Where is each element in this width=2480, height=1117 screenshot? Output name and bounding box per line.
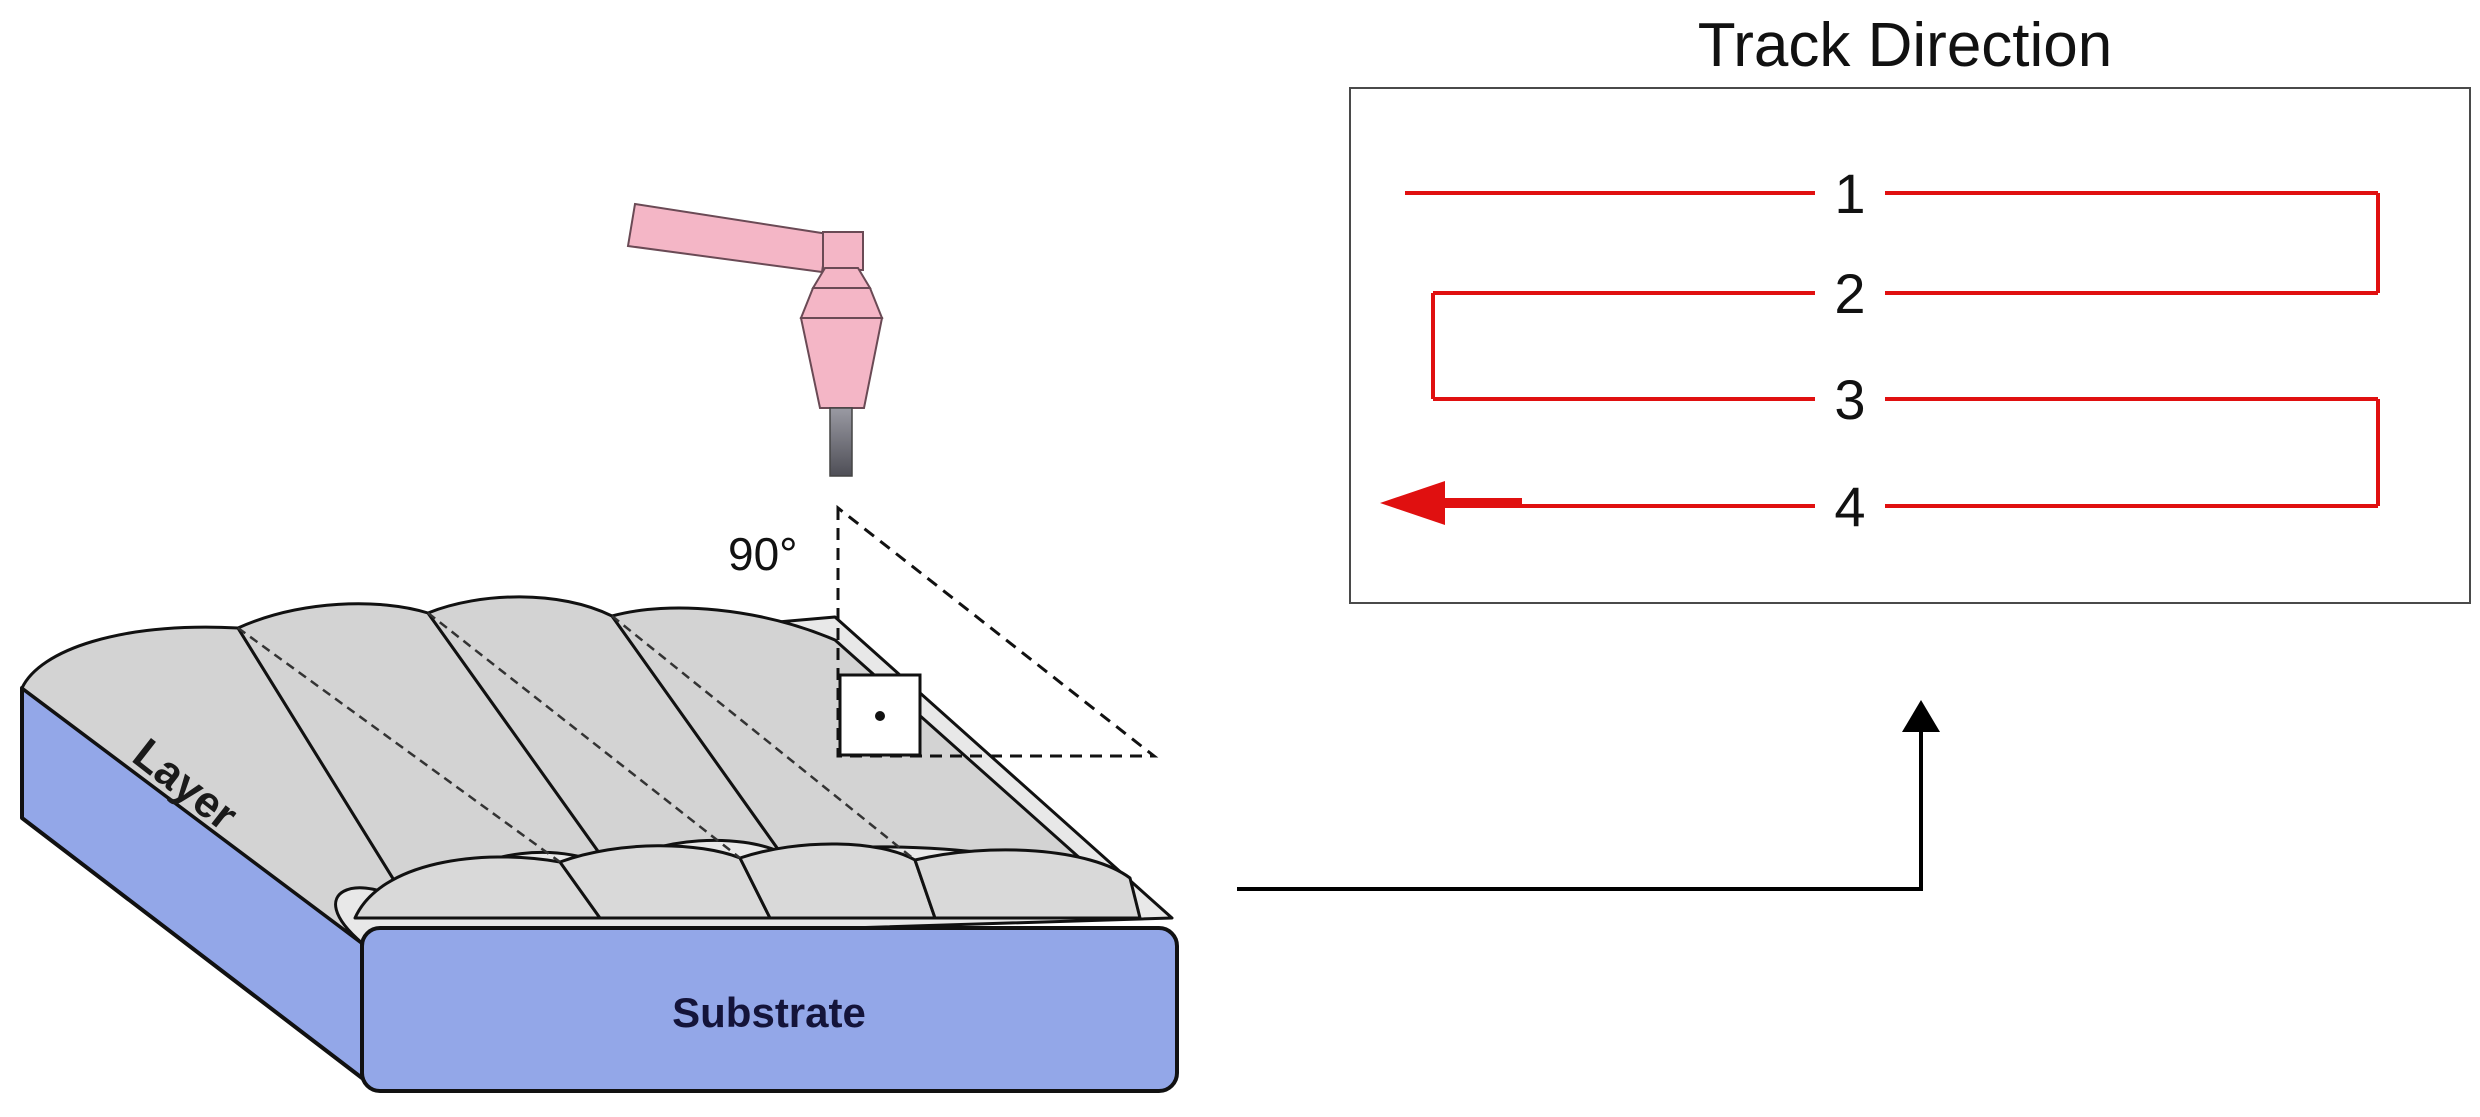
track-end-arrow — [1380, 481, 1522, 525]
angle-indicator: 90° — [728, 504, 1159, 758]
substrate-front-face — [360, 926, 1179, 1093]
track-panel-title: Track Direction — [1698, 11, 2113, 80]
bead-cap-4 — [913, 848, 1142, 920]
track-direction-panel: Track Direction 1 2 3 4 — [1349, 11, 2471, 604]
angle-label: 90° — [728, 528, 798, 580]
connector-arrow — [1237, 700, 1940, 891]
bead-cap-3 — [738, 842, 937, 920]
right-angle-icon — [838, 673, 922, 757]
bead-seams — [237, 612, 916, 864]
substrate-label: Substrate — [672, 989, 866, 1036]
track-label-3: 3 — [1834, 368, 1865, 431]
welding-torch-icon — [626, 202, 884, 477]
track-label-1: 1 — [1834, 162, 1865, 225]
track-path — [1405, 191, 2380, 508]
torch-arm — [626, 202, 830, 274]
torch-tip — [829, 407, 853, 477]
angle-triangle — [836, 504, 1159, 758]
track-panel-frame — [1349, 87, 2471, 604]
torch-nozzle — [799, 317, 884, 409]
deposited-layer — [20, 595, 1142, 945]
track-label-4: 4 — [1834, 475, 1865, 538]
track-label-2: 2 — [1834, 262, 1865, 325]
bead-cap-1 — [353, 855, 602, 920]
torch-joint — [822, 231, 864, 271]
torch-cone-upper — [799, 287, 884, 319]
